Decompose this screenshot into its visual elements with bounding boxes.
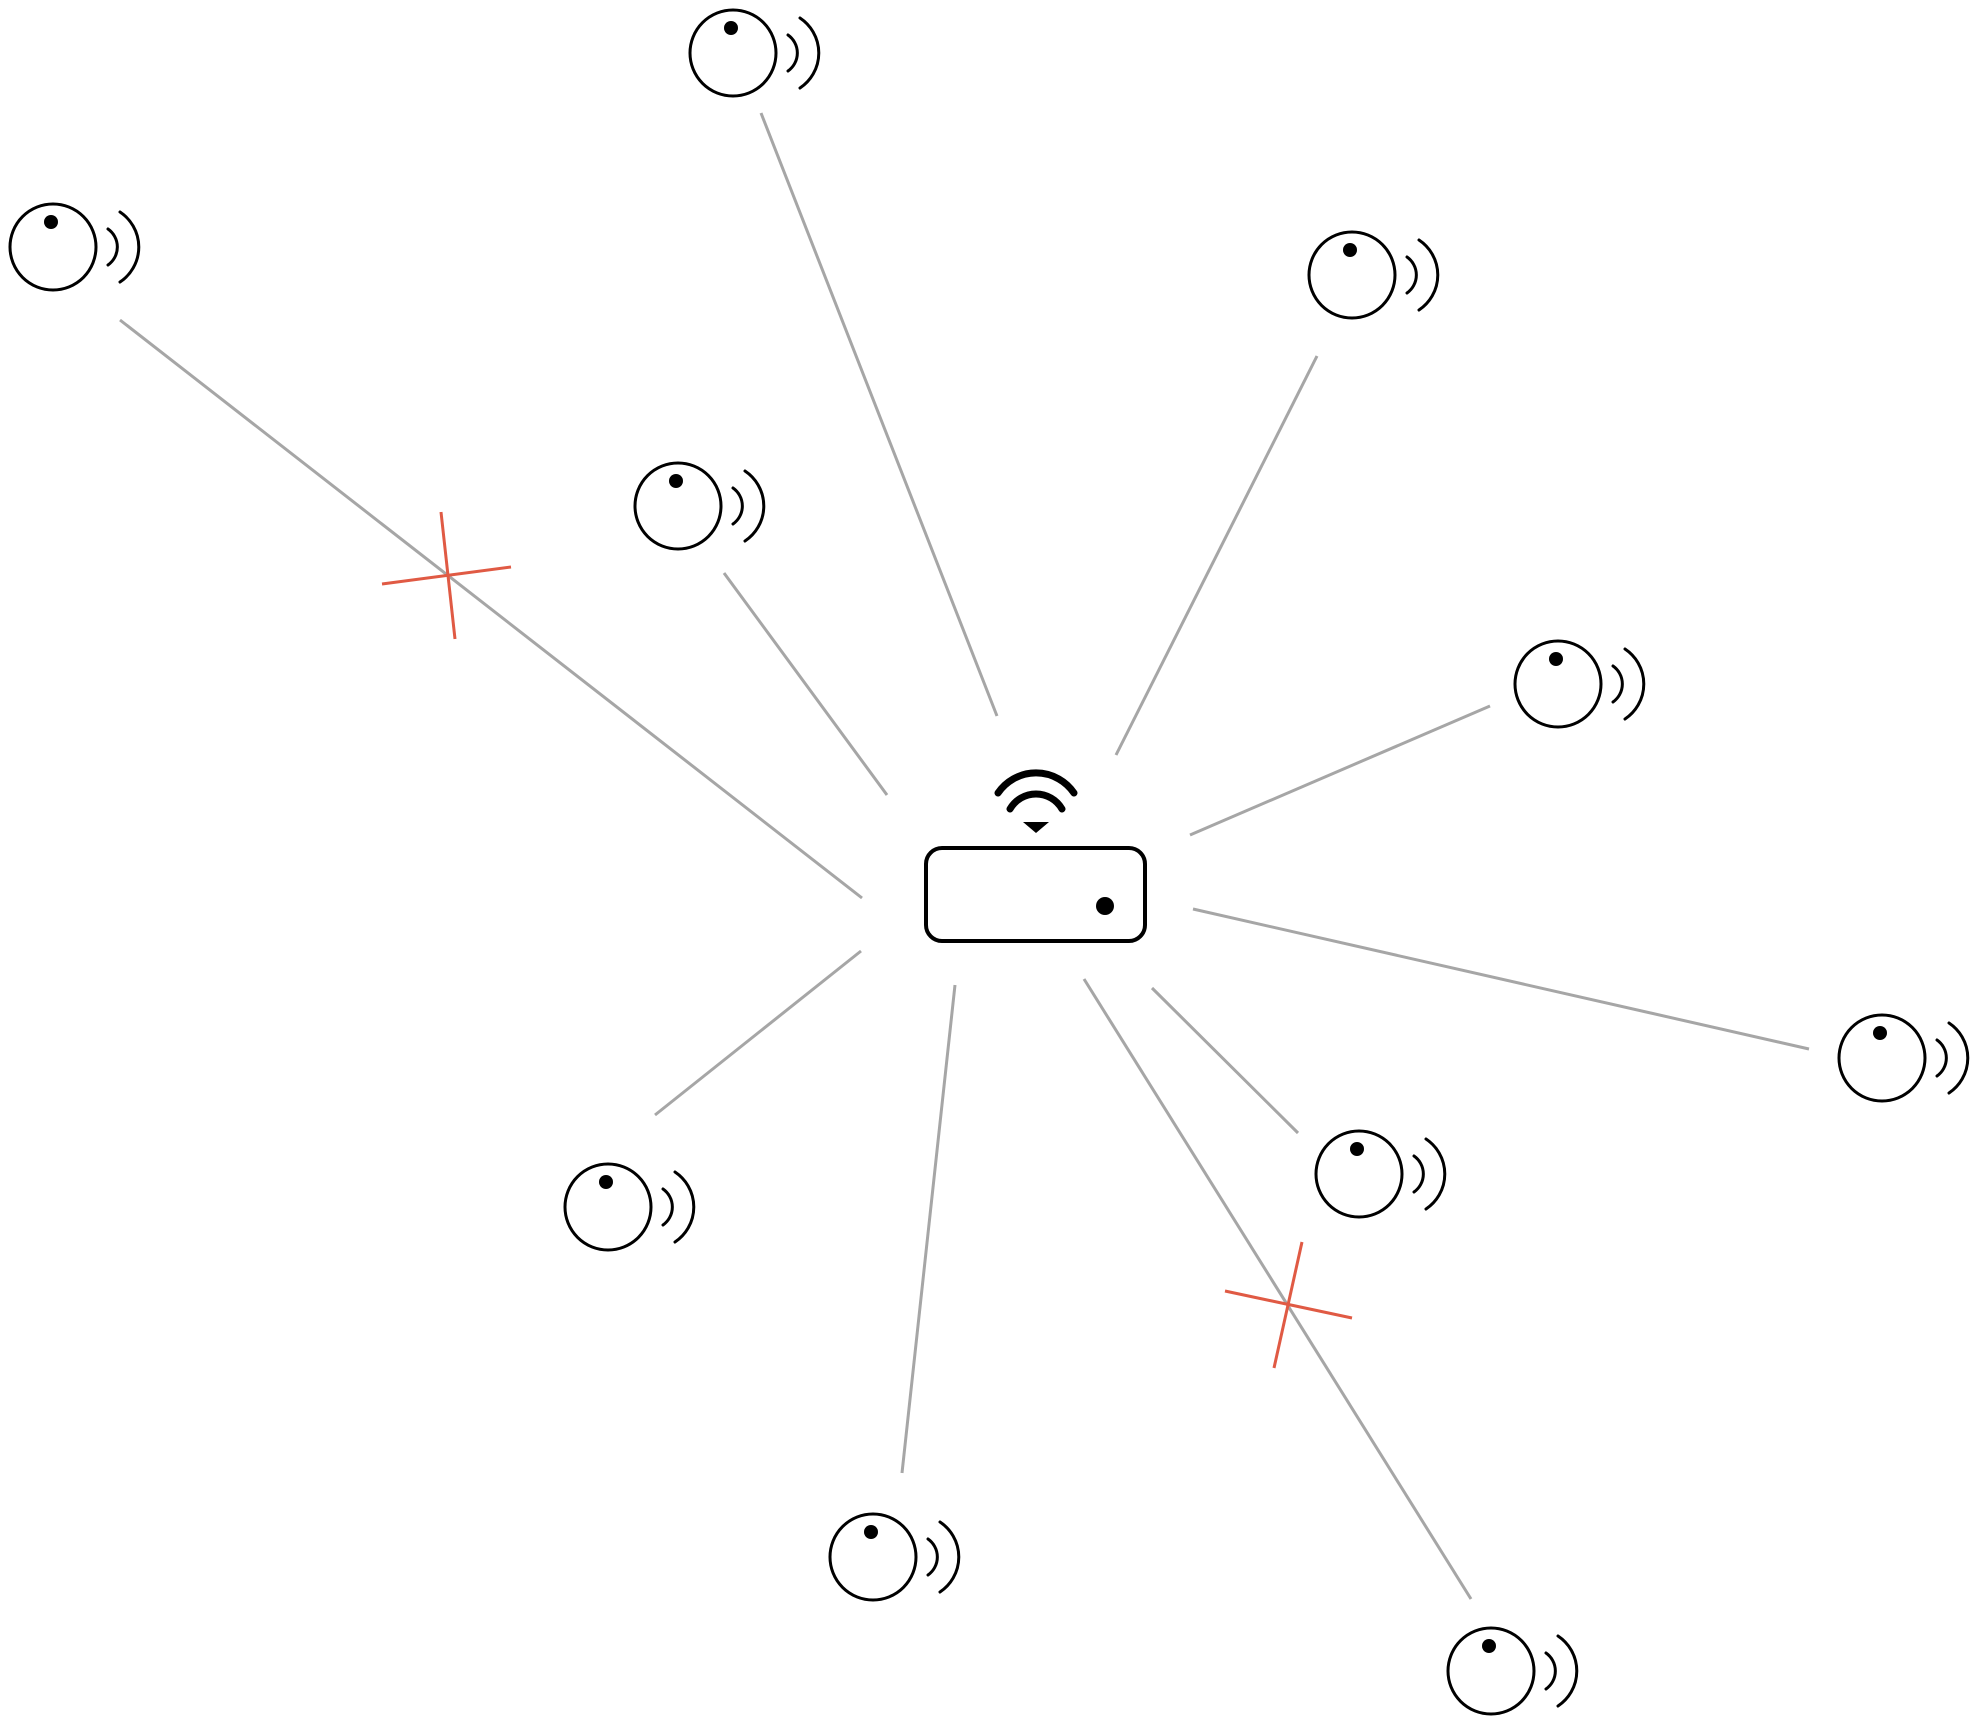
sensor-dot [864,1525,878,1539]
signal-wave-outer [118,210,141,284]
signal-wave-inner [661,1187,674,1227]
sensor-dot [1482,1639,1496,1653]
link-line [1082,978,1473,1600]
sensor-dot [1350,1142,1364,1156]
sensor-icon [1837,1013,1927,1103]
sensor-icon [1513,639,1603,729]
sensor-dot [724,21,738,35]
link-line [1192,907,1810,1051]
link-line [119,318,863,900]
sensor-icon [8,202,98,292]
wifi-icon [994,769,1078,833]
sensors-layer [8,8,1970,1716]
sensor-icon [1314,1129,1404,1219]
sensor-icon [688,8,778,98]
signal-wave-inner [731,486,744,526]
sensor-node [1314,1129,1447,1219]
signal-wave-inner [1412,1154,1425,1194]
sensor-node [563,1162,696,1252]
sensor-icon [828,1512,918,1602]
link-line [1114,355,1319,756]
signal-wave-outer [1947,1021,1970,1095]
sensor-dot [1343,243,1357,257]
signal-wave-inner [106,227,119,267]
sensor-dot [669,474,683,488]
signal-wave-outer [743,469,766,543]
signal-wave-outer [1623,647,1646,721]
sensor-node [828,1512,961,1602]
sensor-node [1513,639,1646,729]
sensor-node [688,8,821,98]
signal-wave-inner [1611,664,1624,704]
signal-wave-outer [798,16,821,90]
link-line [722,572,889,796]
sensor-icon [1307,230,1397,320]
signal-wave-inner [1935,1038,1948,1078]
link-line [1150,986,1300,1135]
sensor-node [1446,1626,1579,1716]
link-line [900,984,957,1474]
sensor-dot [44,215,58,229]
sensor-dot [599,1175,613,1189]
link-line [654,949,862,1117]
sensor-dot [1873,1026,1887,1040]
sensor-icon [1446,1626,1536,1716]
router-led [1096,897,1114,915]
sensor-dot [1549,652,1563,666]
signal-wave-outer [1417,238,1440,312]
links-layer [119,112,1810,1600]
sensor-node [1307,230,1440,320]
signal-wave-outer [673,1170,696,1244]
signal-wave-inner [1405,255,1418,295]
signal-wave-outer [938,1520,961,1594]
sensor-node [633,461,766,551]
sensor-node [1837,1013,1970,1103]
signal-wave-inner [926,1537,939,1577]
link-line [1189,704,1491,837]
sensor-icon [563,1162,653,1252]
signal-wave-outer [1424,1137,1447,1211]
signal-wave-inner [1544,1651,1557,1691]
link-line [759,112,999,717]
broken-link-marker [1224,1241,1353,1369]
router-hub [924,769,1147,943]
sensor-icon [633,461,723,551]
signal-wave-outer [1556,1634,1579,1708]
router-body [924,846,1147,943]
sensor-node [8,202,141,292]
broken-link-marker [381,511,512,640]
signal-wave-inner [786,33,799,73]
broken-markers-layer [381,511,1353,1369]
